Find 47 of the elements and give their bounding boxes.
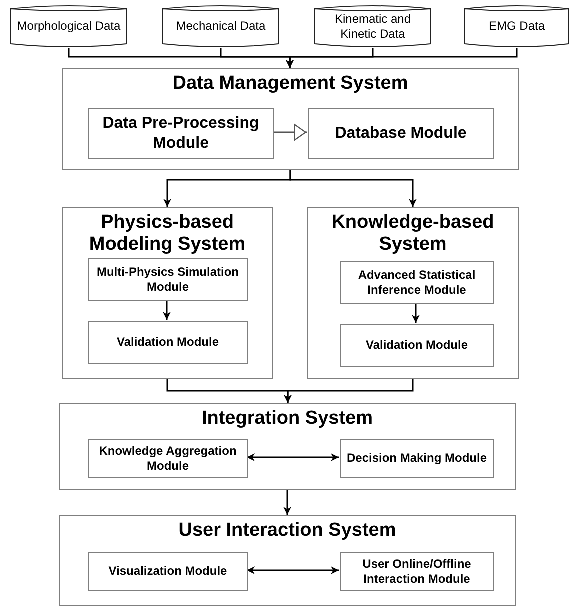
node-label: Data Pre-Processing Module bbox=[102, 114, 260, 154]
connector-arrow bbox=[273, 124, 307, 141]
panel-heading: Data Management System bbox=[172, 73, 410, 95]
node-label: EMG Data bbox=[488, 19, 546, 34]
connector-arrow bbox=[247, 454, 339, 462]
module-box bbox=[340, 324, 494, 367]
node-label: Knowledge Aggregation Module bbox=[98, 444, 238, 474]
node-label: Morphological Data bbox=[16, 19, 122, 34]
node-label: Kinematic and Kinetic Data bbox=[334, 12, 412, 42]
node-label: Validation Module bbox=[116, 335, 220, 350]
panel-heading: Physics-based Modeling System bbox=[88, 212, 247, 256]
connector-arrow bbox=[286, 48, 518, 68]
node-label: Mechanical Data bbox=[175, 19, 267, 34]
connector-arrow bbox=[412, 303, 420, 323]
node-label: Validation Module bbox=[364, 338, 469, 353]
module-box bbox=[340, 552, 494, 591]
connector-arrow bbox=[284, 490, 292, 515]
system-panel bbox=[59, 515, 516, 606]
panel-heading: Knowledge-based System bbox=[330, 212, 496, 256]
node-label: Decision Making Module bbox=[346, 451, 488, 466]
module-box bbox=[88, 439, 248, 478]
system-panel bbox=[62, 207, 273, 379]
module-box bbox=[340, 439, 494, 478]
node-label: Visualization Module bbox=[108, 564, 228, 579]
node-label: Multi-Physics Simulation Module bbox=[96, 264, 240, 294]
node-label: Database Module bbox=[334, 124, 468, 144]
panel-heading: User Interaction System bbox=[178, 520, 398, 542]
panel-heading: Integration System bbox=[200, 408, 374, 430]
module-box bbox=[88, 552, 248, 591]
connector-arrow bbox=[284, 379, 414, 403]
module-box bbox=[88, 108, 274, 159]
module-box bbox=[340, 261, 494, 304]
module-box bbox=[88, 258, 248, 301]
data-source-cylinder bbox=[464, 5, 570, 48]
connector-arrow bbox=[247, 566, 339, 574]
system-panel bbox=[307, 207, 519, 379]
module-box bbox=[308, 108, 494, 159]
node-label: Advanced Statistical Inference Module bbox=[357, 268, 477, 298]
node-label: User Online/Offline Interaction Module bbox=[362, 556, 472, 586]
system-panel bbox=[62, 68, 519, 170]
module-box bbox=[88, 321, 248, 364]
data-source-cylinder bbox=[314, 5, 432, 48]
connector-arrow bbox=[163, 300, 171, 320]
data-source-cylinder bbox=[10, 5, 128, 48]
connector-arrow bbox=[290, 170, 417, 207]
system-panel bbox=[59, 403, 516, 490]
data-source-cylinder bbox=[162, 5, 280, 48]
